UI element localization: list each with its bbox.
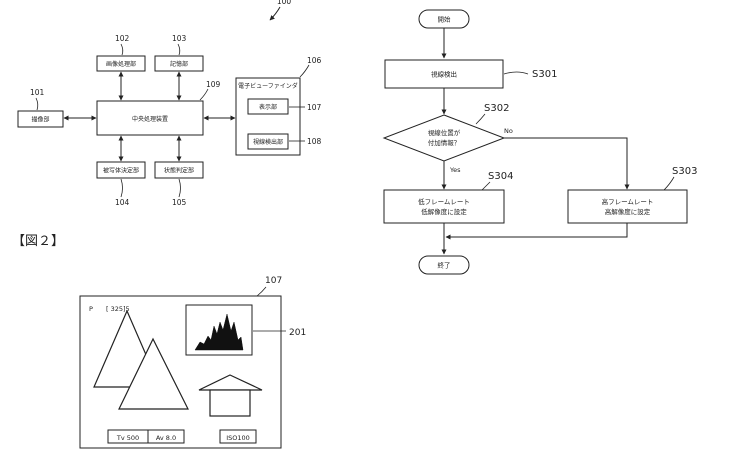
- s304-process: 低フレームレート 低解像度に設定: [383, 189, 505, 224]
- histogram-display: [185, 304, 253, 356]
- ref-107-screen-leader: [256, 286, 267, 297]
- figure-ref-100-leader: [269, 6, 281, 21]
- s303-step-id: S303: [672, 166, 697, 177]
- subject-determination-label: 被写体決定部: [103, 167, 139, 175]
- s304-line2: 低解像度に設定: [421, 207, 467, 216]
- remaining-shots: [ 325]5: [106, 305, 130, 313]
- s304-step-id: S304: [488, 171, 513, 182]
- gaze-detection-label: 視線検出部: [253, 138, 283, 146]
- ref-107-screen: 107: [265, 276, 282, 286]
- subject-house: [198, 374, 263, 417]
- s301-process: 視線検出: [384, 59, 504, 89]
- ref-104: 104: [115, 198, 130, 207]
- shooting-mode: P: [89, 305, 93, 313]
- ref-107: 107: [307, 103, 322, 112]
- storage-label: 記憶部: [170, 60, 188, 68]
- block-diagram: 100 撮像部 101 画像処理部 102 記憶部 103 中央処理装置 109: [17, 0, 322, 207]
- s302-line1: 視線位置が: [428, 128, 461, 137]
- arrow-s303-merge: [445, 223, 628, 240]
- cpu-block: 中央処理装置: [96, 100, 204, 136]
- s302-leader: [475, 113, 486, 125]
- aperture: Av 8.0: [156, 434, 176, 442]
- fig2-label: 【図２】: [12, 234, 64, 249]
- start-terminal: 開始: [418, 9, 470, 29]
- evf-label: 電子ビューファインダ: [238, 82, 298, 90]
- s304-line1: 低フレームレート: [418, 197, 470, 206]
- ref-101: 101: [30, 88, 45, 97]
- ref-109-leader: [199, 88, 209, 101]
- subject-triangle-front: [118, 337, 189, 410]
- image-processing-block: 画像処理部: [96, 55, 146, 72]
- image-processing-label: 画像処理部: [106, 60, 136, 68]
- ref-106: 106: [307, 56, 322, 65]
- display-unit-block: [247, 98, 289, 115]
- s301-step-id: S301: [532, 69, 557, 80]
- s304-leader: [481, 181, 491, 191]
- start-label: 開始: [438, 15, 452, 24]
- arrow-no: [504, 137, 630, 190]
- ref-102: 102: [115, 34, 130, 43]
- ref-101-leader: [35, 97, 39, 111]
- gaze-detection-block: [247, 133, 289, 150]
- end-terminal: 終了: [418, 255, 470, 275]
- imaging-unit-block: 撮像部: [17, 110, 64, 128]
- display-unit-label: 表示部: [259, 103, 277, 111]
- subject-determination-block: 被写体決定部: [96, 161, 146, 179]
- av-box: [147, 429, 185, 444]
- iso-box: [219, 429, 257, 444]
- figure-ref-100: 100: [277, 0, 292, 6]
- ref-105: 105: [172, 198, 187, 207]
- ref-103: 103: [172, 34, 187, 43]
- s302-decision: 視線位置が 付加情報？: [382, 114, 506, 162]
- storage-block: 記憶部: [154, 55, 204, 72]
- ref-105-leader: [178, 178, 181, 198]
- ref-108: 108: [307, 137, 322, 146]
- ref-104-leader: [120, 178, 123, 198]
- no-label: No: [504, 127, 513, 135]
- cpu-label: 中央処理装置: [132, 115, 168, 123]
- s303-line1: 高フレームレート: [602, 197, 654, 206]
- histogram-graph: [194, 313, 244, 351]
- flowchart: 開始 視線検出 S301 視線位置が 付加情報？ S302 Yes No 低フレ…: [382, 9, 697, 275]
- state-determination-block: 状態判定部: [154, 161, 204, 179]
- s303-leader: [663, 176, 675, 191]
- imaging-unit-label: 撮像部: [31, 116, 49, 124]
- s302-line2: 付加情報？: [428, 138, 461, 147]
- iso-value: ISO100: [226, 434, 250, 442]
- s303-line2: 高解像度に設定: [605, 207, 651, 216]
- yes-label: Yes: [449, 166, 461, 174]
- ref-109: 109: [206, 80, 221, 89]
- s301-label: 視線検出: [431, 70, 457, 79]
- shutter-speed: Tv 500: [116, 434, 139, 442]
- ref-106-leader: [299, 64, 310, 78]
- s302-step-id: S302: [484, 103, 509, 114]
- state-determination-label: 状態判定部: [164, 167, 194, 175]
- ref-103-leader: [177, 43, 181, 56]
- s301-leader: [503, 71, 529, 75]
- end-label: 終了: [438, 261, 451, 270]
- evf-block: 電子ビューファインダ 表示部 視線検出部: [235, 77, 301, 156]
- ref-201: 201: [289, 328, 306, 338]
- ref-102-leader: [120, 43, 124, 56]
- s303-process: 高フレームレート 高解像度に設定: [567, 189, 688, 224]
- viewfinder-screen: 107 P [ 325]5 201 Tv 500 Av 8.0 ISO100: [79, 276, 306, 449]
